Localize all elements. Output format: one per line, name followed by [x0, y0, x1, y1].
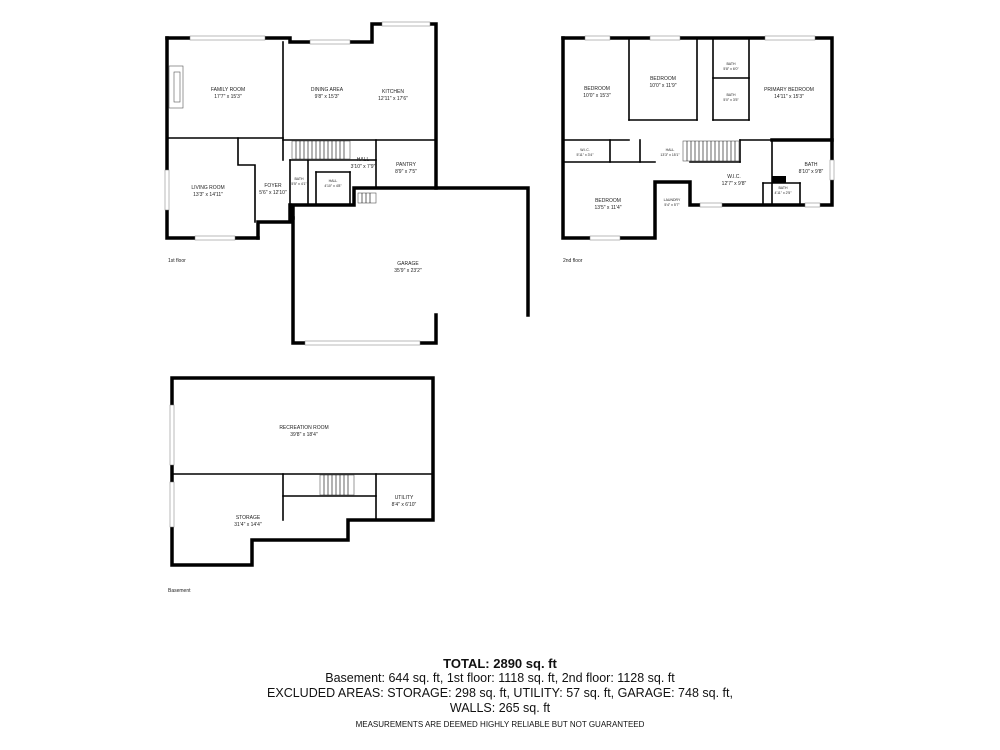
area-summary: TOTAL: 2890 sq. ft Basement: 644 sq. ft,… — [0, 656, 1000, 732]
excluded-areas: EXCLUDED AREAS: STORAGE: 298 sq. ft, UTI… — [267, 686, 733, 700]
floor-label: 1st floor — [168, 258, 186, 264]
floor-label: 2nd floor — [563, 258, 583, 264]
room-name: GARAGE — [397, 261, 419, 267]
window — [309, 39, 351, 45]
room-name: W.I.C. — [580, 148, 590, 152]
window — [589, 235, 621, 241]
first-floor-plan: FAMILY ROOM 17'7" x 15'3" DINING AREA 9'… — [164, 21, 530, 346]
room-dimensions: 17'7" x 15'3" — [214, 94, 242, 100]
room-name: KITCHEN — [382, 89, 404, 95]
basement-plan: RECREATION ROOM 39'8" x 18'4" STORAGE 31… — [168, 376, 435, 594]
garage-wall — [291, 186, 438, 220]
floor-areas: Basement: 644 sq. ft, 1st floor: 1118 sq… — [325, 671, 675, 685]
basement-stairs — [319, 474, 355, 496]
room-dimensions: 5'4" x 5'7" — [664, 203, 680, 207]
window — [169, 481, 175, 528]
garage-steps — [357, 192, 377, 204]
window — [699, 202, 723, 208]
room-name: PRIMARY BEDROOM — [764, 87, 814, 93]
room-dimensions: 13'5" x 11'4" — [594, 205, 621, 211]
second-floor-stairs — [682, 140, 740, 162]
room-dimensions: 12'11" x 17'6" — [378, 96, 408, 102]
room-name: FOYER — [264, 183, 282, 189]
first-floor-stairs — [291, 140, 351, 160]
room-name: PANTRY — [396, 162, 416, 168]
room-name: RECREATION ROOM — [279, 425, 328, 431]
room-name: STORAGE — [236, 515, 261, 521]
total-area: TOTAL: 2890 sq. ft — [443, 656, 557, 671]
room-dimensions: 4'11" x 2'5" — [775, 191, 793, 195]
room-dimensions: 5'8" x 6'0" — [723, 67, 739, 71]
walls-area: WALLS: 265 sq. ft — [449, 701, 551, 715]
room-dimensions: 39'8" x 18'4" — [290, 432, 318, 438]
room-name: BEDROOM — [650, 76, 676, 82]
room-name: LIVING ROOM — [191, 185, 224, 191]
room-name: BATH — [778, 186, 788, 190]
room-name: HALL — [666, 148, 675, 152]
room-dimensions: 13'3" x 15'1" — [660, 153, 680, 157]
second-floor-plan: BEDROOM 10'0" x 15'3" BEDROOM 10'0" x 11… — [561, 35, 835, 264]
room-dimensions: 8'10" x 9'8" — [799, 169, 824, 175]
fireplace — [168, 65, 184, 109]
room-name: UTILITY — [395, 495, 414, 501]
window — [829, 159, 835, 181]
room-dimensions: 10'0" x 15'3" — [583, 93, 611, 99]
room-dimensions: 8'9" x 7'5" — [395, 169, 417, 175]
floor-label: Basement — [168, 588, 191, 594]
window — [169, 404, 175, 466]
room-name: LAUNDRY — [664, 198, 681, 202]
room-name: BEDROOM — [595, 198, 621, 204]
room-name: HALL — [357, 157, 370, 163]
room-dimensions: 5'11" x 3'4" — [577, 153, 595, 157]
window — [189, 35, 266, 41]
room-dimensions: 10'0" x 11'9" — [649, 83, 676, 89]
room-name: FAMILY ROOM — [211, 87, 245, 93]
room-name: BATH — [726, 62, 736, 66]
room-name: BATH — [805, 162, 818, 168]
room-dimensions: 4'10" x 4'8" — [324, 184, 342, 188]
first-floor-exterior-wall — [165, 22, 530, 317]
room-dimensions: 3'10" x 7'9" — [351, 164, 376, 170]
window — [194, 235, 236, 241]
room-name: DINING AREA — [311, 87, 344, 93]
window — [804, 202, 821, 208]
window — [164, 169, 170, 211]
first-floor-exterior-wall — [256, 203, 292, 240]
room-dimensions: 13'3" x 14'11" — [193, 192, 223, 198]
window — [584, 35, 611, 41]
room-dimensions: 35'9" x 23'2" — [394, 268, 422, 274]
window — [381, 21, 431, 27]
bath-fixture — [772, 176, 786, 183]
room-dimensions: 14'11" x 15'3" — [774, 94, 804, 100]
room-dimensions: 9'8" x 15'3" — [315, 94, 340, 100]
room-name: W.I.C. — [727, 174, 741, 180]
window — [649, 35, 681, 41]
first-floor-exterior-wall — [291, 216, 438, 345]
room-dimensions: 12'7" x 9'8" — [722, 181, 747, 187]
room-dimensions: 8'4" x 6'10" — [392, 502, 417, 508]
room-dimensions: 5'6" x 12'10" — [259, 190, 287, 196]
garage-door — [304, 340, 421, 346]
disclaimer: MEASUREMENTS ARE DEEMED HIGHLY RELIABLE … — [355, 720, 645, 729]
room-name: BEDROOM — [584, 86, 610, 92]
basement-exterior-wall — [170, 376, 435, 567]
room-name: HALL — [329, 179, 338, 183]
room-name: BATH — [294, 177, 304, 181]
room-dimensions: 31'4" x 14'4" — [234, 522, 262, 528]
window — [764, 35, 816, 41]
fireplace-hearth — [173, 71, 181, 103]
room-dimensions: 5'0" x 3'5" — [723, 98, 739, 102]
room-name: BATH — [726, 93, 736, 97]
interior-wall — [237, 137, 256, 223]
room-dimensions: 5'5" x 4'1" — [291, 182, 307, 186]
